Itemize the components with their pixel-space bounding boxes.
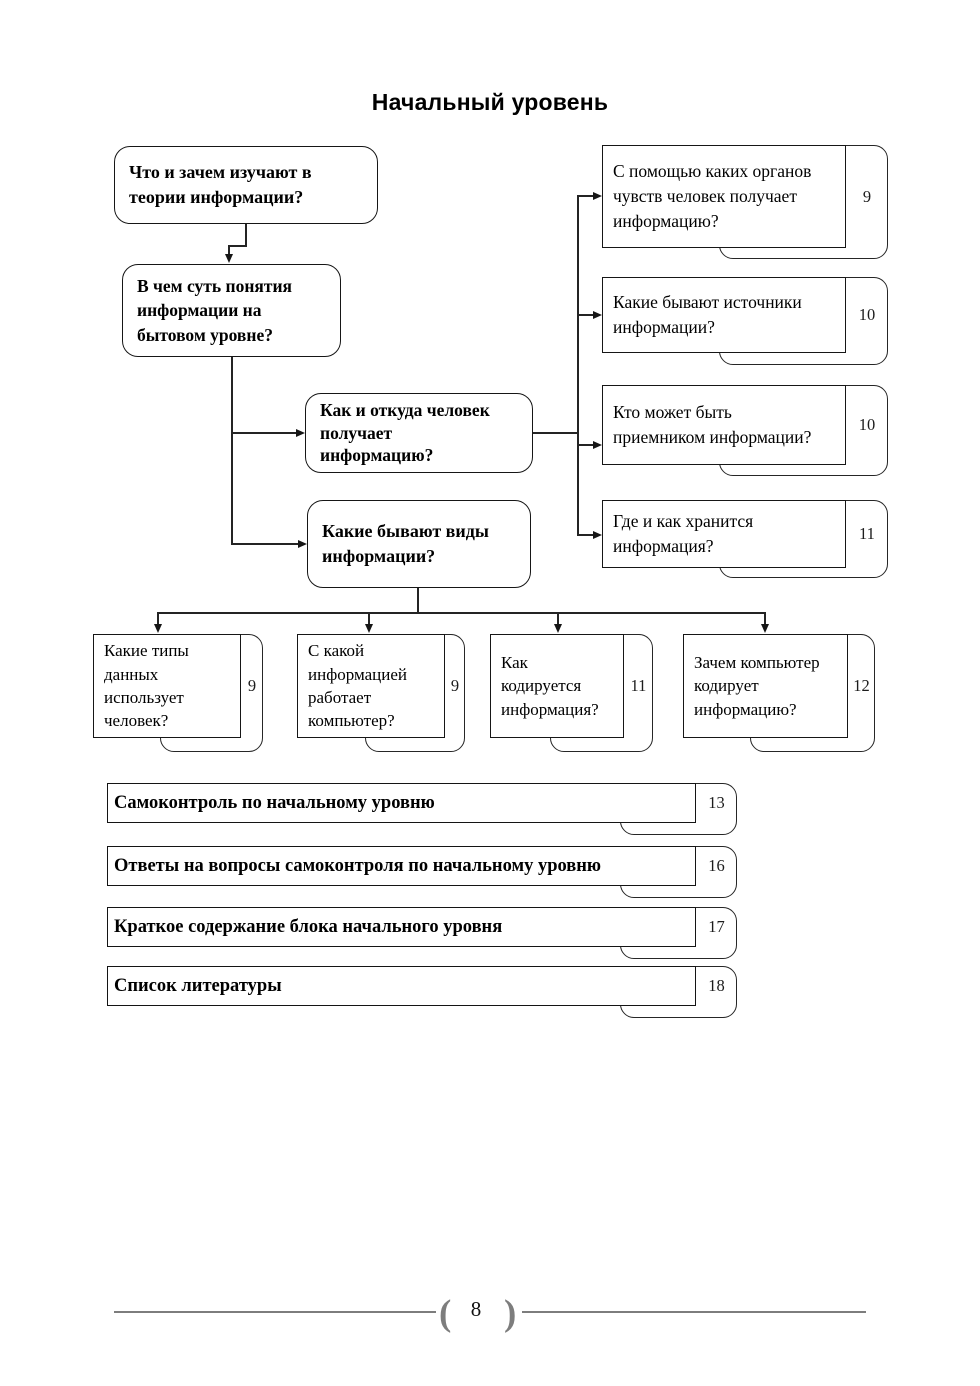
footer-rule-left [114, 1311, 436, 1313]
connector [417, 588, 419, 613]
page-number: 18 [708, 976, 725, 995]
connector [368, 612, 370, 625]
topic-label: Какие типы данных использует человек? [104, 641, 189, 731]
connector [231, 357, 233, 544]
connector [577, 314, 594, 316]
arrowhead-down-icon [761, 624, 769, 633]
arrowhead-right-icon [298, 540, 307, 548]
flow-box-what-why-theory: Что и зачем изучают в теории информации? [114, 146, 378, 224]
section-label: Ответы на вопросы самоконтроля по началь… [114, 855, 602, 876]
arrowhead-right-icon [593, 311, 602, 319]
page-number: 16 [708, 856, 725, 875]
section-bar-answers: Ответы на вопросы самоконтроля по началь… [107, 846, 696, 886]
connector [231, 543, 299, 545]
flow-box-how-receives-info: Как и откуда человек получает информацию… [305, 393, 533, 473]
arrowhead-down-icon [225, 254, 233, 263]
footer-rule-right [522, 1311, 866, 1313]
topic-box-why-encode: Зачем компьютер кодирует информацию? [683, 634, 848, 738]
connector [228, 245, 230, 256]
arrowhead-down-icon [365, 624, 373, 633]
topic-label: Как кодируется информация? [501, 652, 599, 719]
connector [231, 432, 297, 434]
page-number: 13 [708, 793, 725, 812]
page-title: Начальный уровень [371, 89, 609, 115]
footer-page-number: 8 [470, 1297, 482, 1321]
topic-label: С какой информацией работает компьютер? [308, 641, 407, 731]
topic-label: Кто может быть приемником информации? [613, 402, 812, 447]
connector [577, 195, 579, 536]
connector [577, 534, 594, 536]
section-bar-references: Список литературы [107, 966, 696, 1006]
footer-bracket-right: ) [504, 1293, 517, 1334]
flow-box-label: Как и откуда человек получает информацию… [320, 399, 490, 466]
flow-box-essence-everyday: В чем суть понятия информации на бытовом… [122, 264, 341, 357]
topic-box-computer-info: С какой информацией работает компьютер? [297, 634, 445, 738]
connector [228, 245, 247, 247]
topic-label: С помощью каких органов чувств человек п… [613, 161, 812, 231]
arrowhead-right-icon [296, 429, 305, 437]
arrowhead-right-icon [593, 441, 602, 449]
topic-box-data-types: Какие типы данных использует человек? [93, 634, 241, 738]
page-number: 11 [630, 676, 647, 695]
connector [764, 612, 766, 625]
flow-box-label: Что и зачем изучают в теории информации? [129, 162, 312, 207]
page-number: 9 [247, 676, 257, 695]
arrowhead-right-icon [593, 192, 602, 200]
connector [557, 612, 559, 625]
section-label: Список литературы [114, 975, 282, 996]
topic-box-info-sources: Какие бывают источники информации? [602, 277, 846, 353]
connector [157, 612, 765, 614]
connector [533, 432, 577, 434]
flow-box-kinds-of-info: Какие бывают виды информации? [307, 500, 531, 588]
topic-box-how-encoded: Как кодируется информация? [490, 634, 624, 738]
connector [577, 195, 594, 197]
connector [245, 224, 247, 246]
connector [577, 444, 594, 446]
arrowhead-down-icon [154, 624, 162, 633]
page-number: 12 [853, 676, 870, 695]
topic-box-sense-organs: С помощью каких органов чувств человек п… [602, 145, 846, 248]
topic-label: Какие бывают источники информации? [613, 292, 802, 337]
page-number: 17 [708, 917, 725, 936]
page-number: 11 [859, 524, 875, 543]
topic-box-info-receiver: Кто может быть приемником информации? [602, 385, 846, 465]
arrowhead-right-icon [593, 531, 602, 539]
section-bar-summary: Краткое содержание блока начального уров… [107, 907, 696, 947]
page-number: 9 [862, 186, 872, 206]
arrowhead-down-icon [554, 624, 562, 633]
footer-bracket-left: ( [439, 1293, 452, 1334]
connector [157, 612, 159, 625]
section-label: Самоконтроль по начальному уровню [114, 792, 435, 813]
section-label: Краткое содержание блока начального уров… [114, 916, 503, 937]
page-number: 10 [858, 415, 876, 434]
flow-box-label: В чем суть понятия информации на бытовом… [137, 276, 293, 345]
topic-label: Где и как хранится информация? [613, 511, 754, 556]
topic-box-info-storage: Где и как хранится информация? [602, 500, 846, 568]
flow-box-label: Какие бывают виды информации? [322, 521, 489, 566]
page-number: 9 [450, 676, 460, 695]
page-number: 10 [858, 305, 876, 324]
topic-label: Зачем компьютер кодирует информацию? [694, 652, 820, 719]
section-bar-self-check: Самоконтроль по начальному уровню [107, 783, 696, 823]
